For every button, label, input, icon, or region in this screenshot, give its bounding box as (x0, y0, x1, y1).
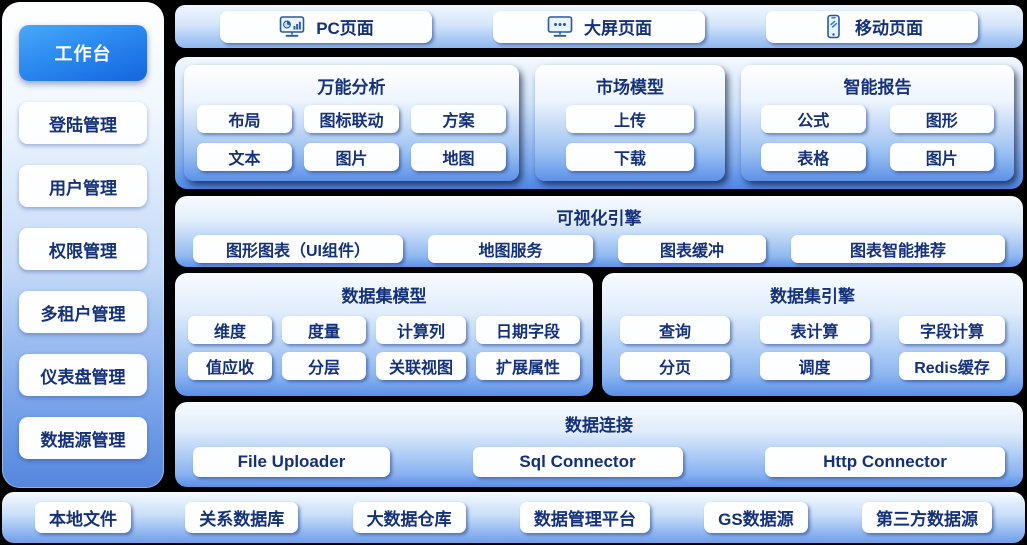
chart-linkage-button[interactable]: 图标联动 (304, 105, 399, 133)
universal-analysis-section: 万能分析 布局 图标联动 方案 文本 图片 地图 (184, 65, 519, 181)
market-model-title: 市场模型 (596, 78, 664, 97)
table-button[interactable]: 表格 (761, 143, 866, 171)
monitor-chart-icon (278, 15, 306, 39)
pc-page-label: PC页面 (316, 19, 374, 38)
sidebar-item-login-management[interactable]: 登陆管理 (19, 102, 147, 144)
application-layer-panel: 万能分析 布局 图标联动 方案 文本 图片 地图 市场模型 上传 下载 智能报告… (175, 57, 1023, 189)
linked-view-button[interactable]: 关联视图 (376, 352, 466, 380)
sidebar-panel: 工作台 登陆管理 用户管理 权限管理 多租户管理 仪表盘管理 数据源管理 (2, 2, 164, 488)
hierarchy-button[interactable]: 分层 (282, 352, 366, 380)
image-button[interactable]: 图片 (304, 143, 399, 171)
dataset-engine-panel: 数据集引擎 查询 表计算 字段计算 分页 调度 Redis缓存 (602, 273, 1023, 396)
mobile-icon (821, 14, 845, 40)
visualization-engine-title: 可视化引擎 (556, 209, 642, 228)
pc-page-button[interactable]: PC页面 (220, 10, 432, 43)
calculated-column-button[interactable]: 计算列 (376, 316, 466, 344)
sidebar-item-user-management[interactable]: 用户管理 (19, 165, 147, 207)
layout-button[interactable]: 布局 (197, 105, 292, 133)
sidebar-item-multitenant-management[interactable]: 多租户管理 (19, 291, 147, 333)
relational-db-button[interactable]: 关系数据库 (185, 502, 299, 533)
visualization-engine-panel: 可视化引擎 图形图表（UI组件） 地图服务 图表缓冲 图表智能推荐 (175, 196, 1023, 267)
chart-buffer-button[interactable]: 图表缓冲 (618, 235, 766, 263)
table-calc-button[interactable]: 表计算 (759, 316, 870, 344)
query-button[interactable]: 查询 (620, 316, 730, 344)
bigscreen-page-button[interactable]: 大屏页面 (493, 10, 705, 43)
ui-chart-components-button[interactable]: 图形图表（UI组件） (193, 235, 403, 263)
extended-attribute-button[interactable]: 扩展属性 (476, 352, 580, 380)
gs-datasource-button[interactable]: GS数据源 (704, 502, 808, 533)
graphic-button[interactable]: 图形 (889, 105, 994, 133)
mobile-page-label: 移动页面 (855, 19, 923, 38)
scheme-button[interactable]: 方案 (411, 105, 506, 133)
monitor-dots-icon (546, 15, 574, 39)
smart-report-title: 智能报告 (843, 78, 912, 97)
dimension-button[interactable]: 维度 (188, 316, 272, 344)
big-data-warehouse-button[interactable]: 大数据仓库 (352, 502, 466, 533)
market-model-stack: 上传 下载 (535, 105, 725, 183)
scheduling-button[interactable]: 调度 (759, 352, 870, 380)
smart-report-grid: 公式 图形 表格 图片 (741, 105, 1014, 183)
sql-connector-button[interactable]: Sql Connector (472, 447, 683, 477)
text-button[interactable]: 文本 (197, 143, 292, 171)
sidebar-item-workbench[interactable]: 工作台 (19, 25, 147, 81)
pagination-button[interactable]: 分页 (620, 352, 730, 380)
download-button[interactable]: 下载 (566, 143, 694, 171)
map-button[interactable]: 地图 (411, 143, 506, 171)
smart-chart-recommend-button[interactable]: 图表智能推荐 (791, 235, 1005, 263)
upload-button[interactable]: 上传 (566, 105, 694, 133)
dataset-engine-grid: 查询 表计算 字段计算 分页 调度 Redis缓存 (602, 316, 1023, 380)
field-calc-button[interactable]: 字段计算 (899, 316, 1005, 344)
data-sources-panel: 本地文件 关系数据库 大数据仓库 数据管理平台 GS数据源 第三方数据源 (2, 492, 1025, 543)
date-field-button[interactable]: 日期字段 (476, 316, 580, 344)
file-uploader-button[interactable]: File Uploader (193, 447, 390, 477)
bigscreen-page-label: 大屏页面 (584, 19, 652, 38)
sidebar-item-datasource-management[interactable]: 数据源管理 (19, 417, 147, 459)
redis-cache-button[interactable]: Redis缓存 (899, 352, 1005, 380)
market-model-section: 市场模型 上传 下载 (535, 65, 725, 181)
universal-analysis-title: 万能分析 (317, 78, 386, 97)
data-management-platform-button[interactable]: 数据管理平台 (519, 502, 650, 533)
smart-report-section: 智能报告 公式 图形 表格 图片 (741, 65, 1014, 181)
dataset-model-grid: 维度 度量 计算列 日期字段 值应收 分层 关联视图 扩展属性 (175, 316, 593, 380)
map-service-button[interactable]: 地图服务 (428, 235, 593, 263)
thirdparty-datasource-button[interactable]: 第三方数据源 (861, 502, 992, 533)
sidebar-item-permission-management[interactable]: 权限管理 (19, 228, 147, 270)
value-mapping-button[interactable]: 值应收 (188, 352, 272, 380)
data-connect-panel: 数据连接 File Uploader Sql Connector Http Co… (175, 402, 1023, 487)
formula-button[interactable]: 公式 (761, 105, 866, 133)
visualization-engine-row: 图形图表（UI组件） 地图服务 图表缓冲 图表智能推荐 (175, 235, 1023, 263)
data-connect-title: 数据连接 (565, 416, 633, 435)
http-connector-button[interactable]: Http Connector (765, 447, 1005, 477)
local-file-button[interactable]: 本地文件 (35, 502, 131, 533)
page-type-nav-panel: PC页面 大屏页面 移动页面 (175, 5, 1023, 48)
dataset-model-panel: 数据集模型 维度 度量 计算列 日期字段 值应收 分层 关联视图 扩展属性 (175, 273, 593, 396)
universal-analysis-grid: 布局 图标联动 方案 文本 图片 地图 (184, 105, 519, 183)
measure-button[interactable]: 度量 (282, 316, 366, 344)
picture-button[interactable]: 图片 (889, 143, 994, 171)
dataset-engine-title: 数据集引擎 (770, 287, 855, 306)
mobile-page-button[interactable]: 移动页面 (766, 10, 978, 43)
sidebar-item-dashboard-management[interactable]: 仪表盘管理 (19, 354, 147, 396)
dataset-model-title: 数据集模型 (341, 287, 427, 306)
data-connect-row: File Uploader Sql Connector Http Connect… (175, 447, 1023, 477)
